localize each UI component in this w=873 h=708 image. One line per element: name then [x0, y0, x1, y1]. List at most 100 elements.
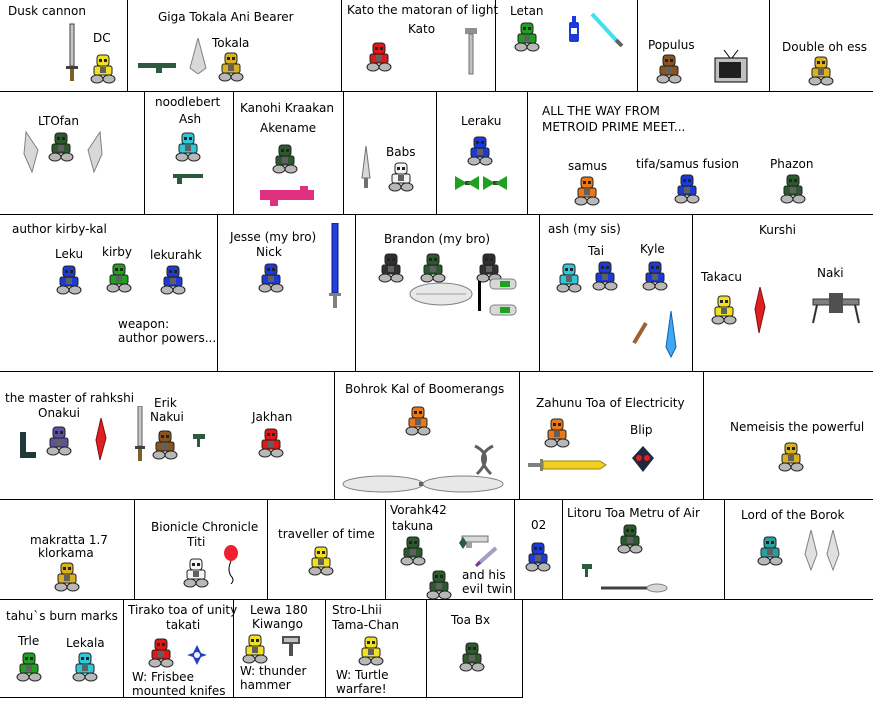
- matoran-sprite-icon: [523, 542, 553, 575]
- blade-icon: [95, 418, 107, 461]
- cell-master-of-rahkshi: the master of rahkshi Onakui Erik Nakui …: [0, 372, 335, 500]
- matoran-sprite-icon: [150, 430, 180, 463]
- cell-title: Double oh ess: [782, 40, 867, 54]
- matoran-sprite-icon: [216, 52, 246, 85]
- character-label: Kiwango: [252, 617, 303, 631]
- matoran-sprite-icon: [364, 42, 394, 75]
- matoran-sprite-icon: [615, 524, 645, 557]
- blade-icon: [23, 130, 39, 174]
- character-label: lekurahk: [150, 248, 202, 262]
- cell-title: 02: [531, 518, 547, 532]
- matoran-sprite-icon: [256, 428, 286, 461]
- matoran-sprite-icon: [572, 176, 602, 209]
- blade-icon: [754, 287, 766, 334]
- character-label: Trle: [18, 634, 40, 648]
- matoran-sprite-icon: [104, 263, 134, 296]
- shield-icon: [409, 282, 473, 306]
- cell-letan: Letan: [496, 0, 638, 92]
- character-label: Nick: [256, 245, 282, 259]
- cell-title: traveller of time: [278, 527, 375, 541]
- matoran-sprite-icon: [270, 144, 300, 177]
- matoran-sprite-icon: [590, 261, 620, 294]
- matoran-sprite-icon: [146, 638, 176, 671]
- boomerang-icon: [474, 444, 494, 476]
- cell-traveller-of-time: traveller of time: [268, 500, 386, 600]
- cell-title: Tirako toa of unity: [128, 603, 238, 617]
- cell-giga-tokala: Giga Tokala Ani Bearer Tokala: [128, 0, 342, 92]
- character-label: takati: [166, 618, 201, 632]
- cell-title: Lord of the Borok: [741, 508, 845, 522]
- character-label: Nakui: [150, 410, 184, 424]
- cell-title: author kirby-kal: [12, 222, 107, 236]
- character-label: Onakui: [38, 406, 80, 420]
- blade-icon: [87, 130, 103, 174]
- matoran-sprite-icon: [418, 253, 448, 286]
- cell-lord-of-borok: Lord of the Borok: [725, 500, 873, 600]
- gun-icon: [138, 63, 176, 73]
- matoran-sprite-icon: [512, 22, 542, 55]
- weapon-description: author powers...: [118, 331, 217, 345]
- matoran-sprite-icon: [173, 132, 203, 165]
- matoran-sprite-icon: [256, 263, 286, 296]
- cell-noodlebert: noodlebert Ash: [145, 92, 234, 215]
- cell-title: Bohrok Kal of Boomerangs: [345, 382, 505, 396]
- weapon-label: weapon:: [118, 317, 170, 331]
- matoran-sprite-icon: [755, 536, 785, 569]
- character-label: Lekala: [66, 636, 105, 650]
- matoran-sprite-icon: [424, 570, 454, 603]
- cell-lewa-180: Lewa 180 Kiwango W: thunder hammer: [234, 600, 326, 698]
- cell-leraku: Leraku: [437, 92, 528, 215]
- cell-babs: Babs: [344, 92, 437, 215]
- cell-title: ALL THE WAY FROM: [542, 104, 660, 118]
- cell-toa-bx: Toa Bx: [427, 600, 523, 698]
- cell-ltofan: LTOfan: [0, 92, 145, 215]
- matoran-sprite-icon: [240, 634, 270, 667]
- cell-title-line2: METROID PRIME MEET...: [542, 120, 686, 134]
- character-label: Naki: [817, 266, 844, 280]
- character-label: DC: [93, 31, 111, 45]
- matoran-sprite-icon: [542, 418, 572, 451]
- claw-icon: [489, 278, 517, 316]
- weapon-label: W: thunder: [240, 664, 307, 678]
- cell-ash-sis: ash (my sis) Tai Kyle: [540, 215, 693, 372]
- dagger-icon: [361, 146, 371, 188]
- cell-kurshi: Kurshi Takacu Naki: [693, 215, 873, 372]
- gem-icon: [459, 537, 467, 549]
- matoran-sprite-icon: [158, 265, 188, 298]
- cell-title: noodlebert: [155, 95, 221, 109]
- cell-stro-lhii: Stro-Lhii Tama-Chan W: Turtle warfare!: [326, 600, 427, 698]
- cell-title: Leraku: [461, 114, 502, 128]
- hammer-icon: [465, 28, 477, 75]
- drone-icon: [632, 446, 654, 472]
- cell-bionicle-chronicle: Bionicle Chronicle Titi: [135, 500, 268, 600]
- sword-icon: [474, 546, 498, 568]
- matoran-sprite-icon: [88, 54, 118, 87]
- character-label: klorkama: [38, 546, 94, 560]
- rahkshi-crawler-icon: [812, 293, 860, 324]
- cell-title: ash (my sis): [548, 222, 621, 236]
- character-label: kirby: [102, 245, 132, 259]
- character-label: Jakhan: [252, 410, 293, 424]
- cell-title: tahu`s burn marks: [6, 609, 118, 623]
- cell-dusk-cannon: Dusk cannon DC: [0, 0, 128, 92]
- cell-title: Dusk cannon: [8, 4, 86, 18]
- sword-icon: [329, 223, 341, 308]
- matoran-sprite-icon: [778, 174, 808, 207]
- matoran-sprite-icon: [654, 54, 684, 87]
- sword-icon: [528, 459, 607, 471]
- character-label: Blip: [630, 423, 653, 437]
- sword-icon: [135, 406, 145, 461]
- character-label: Tai: [588, 244, 605, 258]
- cell-title: Kanohi Kraakan: [240, 101, 334, 115]
- frisbee-icon: [187, 645, 207, 665]
- gun-icon: [173, 174, 203, 184]
- cell-litoru: Litoru Toa Metru of Air: [563, 500, 725, 600]
- cell-title: Kurshi: [759, 223, 797, 237]
- character-label: takuna: [392, 519, 434, 533]
- character-label: Titi: [187, 535, 206, 549]
- cell-title: Babs: [386, 145, 416, 159]
- matoran-sprite-icon: [398, 536, 428, 569]
- cell-title: Zahunu Toa of Electricity: [536, 396, 685, 410]
- cell-brandon: Brandon (my bro): [356, 215, 540, 372]
